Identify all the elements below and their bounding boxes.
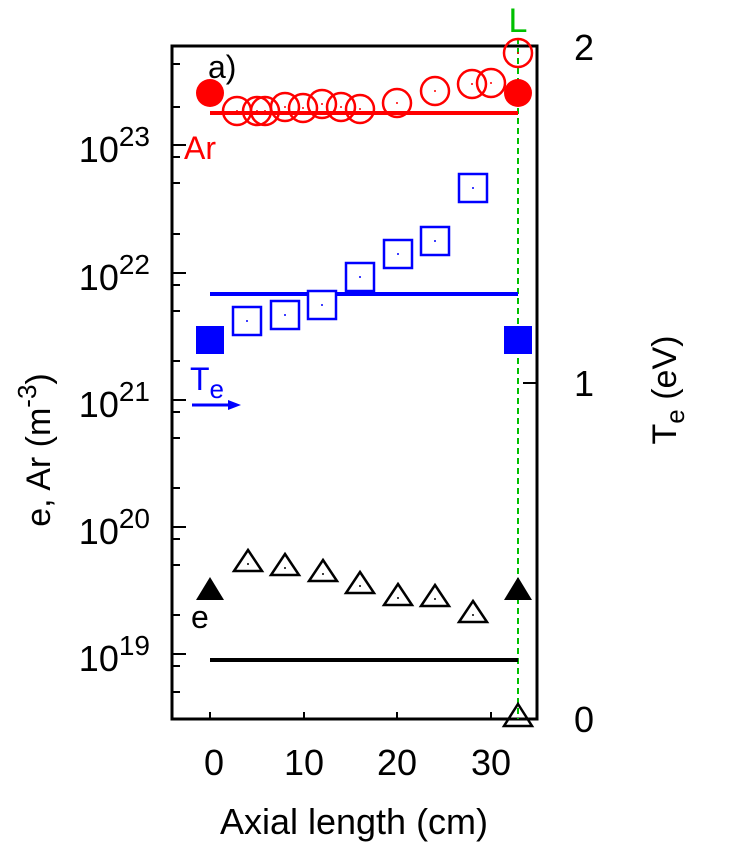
te-arrow-icon	[192, 400, 241, 410]
te-label: Te	[190, 361, 224, 404]
rtick-label-2: 2	[574, 27, 594, 68]
x-axis-title: Axial length (cm)	[220, 801, 488, 842]
x-axis-ticks	[209, 712, 492, 719]
te-open-squares	[231, 172, 489, 337]
right-y-axis-title: Te (eV)	[646, 336, 690, 445]
e-label: e	[191, 599, 209, 635]
xtick-label-0: 0	[204, 742, 224, 783]
e-open-triangles	[231, 547, 535, 728]
left-axis-ticks	[172, 144, 186, 655]
te-filled-square	[504, 326, 532, 354]
ytick-label-22: 1022	[79, 249, 150, 298]
left-axis-minor-ticks	[172, 63, 180, 693]
ar-filled-circle	[196, 79, 224, 107]
ytick-label-21: 1021	[79, 376, 150, 425]
length-marker-label: L	[509, 2, 528, 40]
ar-open-circles	[221, 37, 534, 127]
xtick-label-10: 10	[284, 742, 324, 783]
e-filled-triangle	[504, 577, 532, 600]
left-y-axis-title: e, Ar (m-3)	[12, 373, 58, 526]
e-series: e	[191, 547, 535, 728]
rtick-label-1: 1	[574, 363, 594, 404]
ar-filled-circle	[504, 79, 532, 107]
right-tick-labels: 2 1 0	[574, 27, 594, 740]
e-center-dots	[247, 563, 474, 616]
ytick-label-23: 1023	[79, 121, 150, 170]
ytick-label-19: 1019	[79, 630, 150, 679]
rtick-label-0: 0	[574, 699, 594, 740]
xtick-label-20: 20	[377, 742, 417, 783]
left-tick-labels: 1023 1022 1021 1020 1019	[79, 121, 150, 679]
te-filled-square	[196, 326, 224, 354]
te-series: Te	[190, 172, 532, 410]
ar-center-dots	[236, 52, 519, 112]
xtick-label-30: 30	[471, 742, 511, 783]
plot-frame	[170, 44, 539, 721]
te-center-dots	[246, 187, 474, 322]
ar-label: Ar	[184, 130, 216, 166]
x-tick-labels: 0 10 20 30	[204, 742, 511, 783]
e-filled-triangle	[196, 577, 224, 600]
panel-label: a)	[208, 49, 236, 85]
ar-series: Ar	[184, 37, 534, 166]
ytick-label-20: 1020	[79, 503, 150, 552]
